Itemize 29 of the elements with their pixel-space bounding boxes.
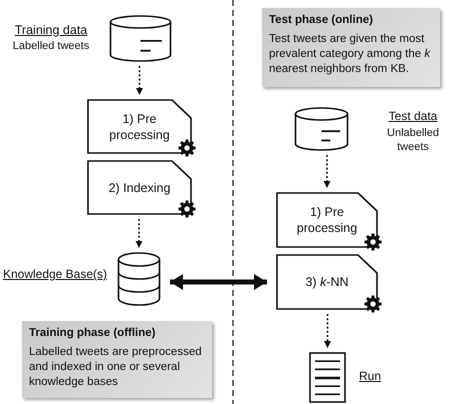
arrow (324, 155, 330, 188)
caption-title: Knowledge Base(s) (2, 267, 108, 282)
info-panel (22, 321, 212, 398)
panel-title: Test phase (online) (269, 13, 373, 28)
step-label: 2) Indexing (108, 180, 170, 196)
process-box (276, 254, 378, 310)
caption-title: Training data (14, 23, 88, 38)
process-box (87, 99, 192, 154)
arrow (136, 219, 142, 248)
step-label: 3) k-NN (305, 274, 349, 290)
caption-title: Run (359, 369, 381, 384)
database-icon (109, 15, 172, 62)
info-panel (262, 8, 440, 87)
arrow (324, 314, 331, 348)
process-box (276, 192, 378, 248)
panel-text: Labelled tweets are preprocessed and indexed in one or several knowledge bases (29, 345, 203, 390)
arrow (136, 66, 143, 95)
step-label: 1) Pre processing (296, 204, 358, 236)
panel-text: Test tweets are given the most prevalent category among the k nearest neighbors from KB. (269, 32, 432, 77)
caption-title: Test data (388, 109, 438, 124)
step-label: 1) Pre processing (108, 110, 171, 142)
database-icon (294, 107, 349, 151)
database-icon (117, 252, 161, 306)
panel-title: Training phase (offline) (29, 326, 156, 341)
process-box (87, 160, 192, 215)
caption-text: Unlabelled tweets (387, 126, 439, 154)
caption-text: Labelled tweets (12, 39, 90, 53)
document-icon (309, 352, 346, 403)
double-arrow (170, 276, 267, 288)
